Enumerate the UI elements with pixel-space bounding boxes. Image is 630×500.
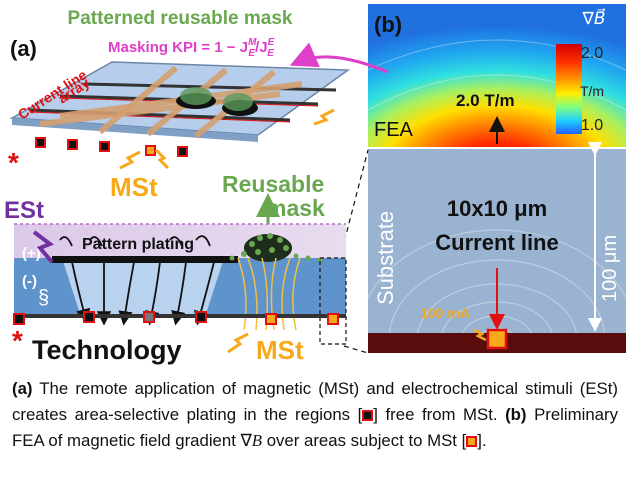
scale-max: 2.0 <box>581 45 603 62</box>
orange-square-icon <box>466 436 478 447</box>
scale-unit: T/m <box>580 83 604 99</box>
asterisk-top: * <box>8 147 19 178</box>
panel-a-label: (a) <box>10 36 37 61</box>
panel-a: Patterned reusable mask Masking KPI = 1 … <box>8 8 389 202</box>
panel-b: ∇B⃗ 2.0 T/m 1.0 (b) 2.0 T/m FEA Substrat… <box>356 4 630 372</box>
substrate-label: Substrate <box>373 211 398 305</box>
pattern-plating-bar <box>52 256 238 263</box>
est-label: ESt <box>4 197 44 224</box>
caption-a: (a) <box>12 379 33 398</box>
reusable-label: Reusable <box>222 171 324 197</box>
figure-caption: (a) The remote application of magnetic (… <box>12 379 618 450</box>
plus-label: (+) <box>22 245 41 262</box>
scale-min: 1.0 <box>581 117 603 134</box>
mst-bottom: MSt <box>256 335 304 365</box>
fea-label: FEA <box>374 119 414 141</box>
section-symbol: § <box>38 287 49 309</box>
panel-b-label: (b) <box>374 12 402 37</box>
current-100ma: 100 mA <box>420 305 470 321</box>
pattern-plating-label: Pattern plating <box>82 236 194 253</box>
size-line1: 10x10 μm <box>447 196 547 221</box>
title-top: Patterned reusable mask <box>68 8 293 29</box>
dim-100um: 100 μm <box>599 235 621 302</box>
mst-top: MSt <box>110 172 158 202</box>
technology-label: Technology <box>32 335 182 365</box>
mask-label: mask <box>266 195 325 221</box>
mst-square-b <box>486 328 508 350</box>
size-line2: Current line <box>435 230 558 255</box>
gradient-value-label: 2.0 T/m <box>456 91 515 110</box>
color-scale-bar <box>556 44 582 134</box>
reusable-mask-particles <box>229 233 323 263</box>
cross-section: Reusable mask ESt Pattern plating (+) (-… <box>4 171 347 365</box>
asterisk-bottom: * <box>12 325 23 356</box>
minus-label: (-) <box>22 273 37 290</box>
black-square-icon <box>362 410 374 421</box>
caption-b: (b) <box>505 405 527 424</box>
nabla-b-label: ∇B⃗ <box>581 7 605 28</box>
figure: ∇B⃗ 2.0 T/m 1.0 (b) 2.0 T/m FEA Substrat… <box>4 4 630 372</box>
